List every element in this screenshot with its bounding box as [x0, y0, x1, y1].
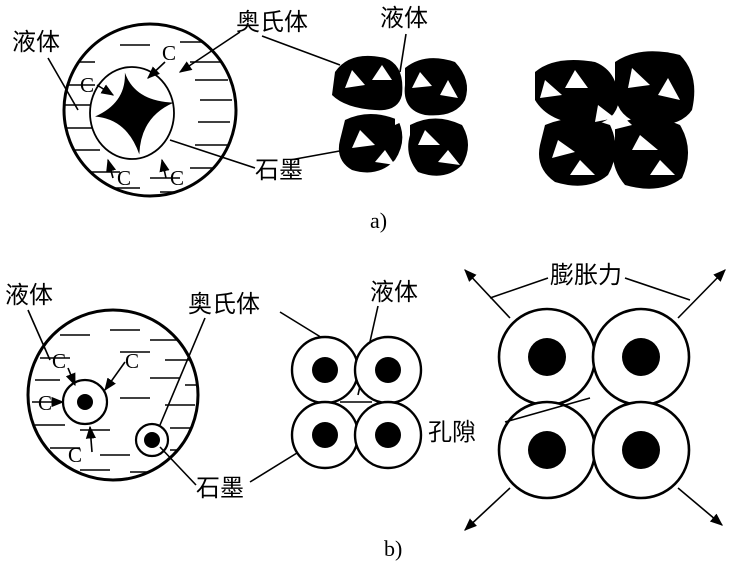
- grain-cluster-a-middle: [332, 55, 468, 176]
- expansion-arrow: [677, 487, 723, 526]
- panel-b: C C C C 液体 奥氏体 石墨 液体: [5, 261, 726, 561]
- carbon-mark: C: [170, 166, 184, 190]
- nodule-cluster-b-right: [497, 307, 691, 500]
- leader-line: [27, 309, 51, 361]
- label-austenite: 奥氏体: [188, 290, 260, 318]
- leader-line: [624, 277, 691, 301]
- label-expansion-force: 膨胀力: [550, 261, 622, 289]
- carbon-mark: C: [52, 349, 66, 373]
- leader-line: [159, 317, 206, 426]
- expansion-arrow: [464, 487, 511, 531]
- carbon-mark: C: [80, 73, 94, 97]
- grain-cluster-a-right: [535, 51, 695, 189]
- expansion-arrow: [464, 269, 511, 319]
- graphite-nodule: [77, 394, 93, 410]
- label-liquid: 液体: [12, 28, 60, 56]
- liquid-sphere-b: [26, 308, 200, 482]
- carbon-mark: C: [162, 41, 176, 65]
- leader-line: [47, 57, 79, 111]
- expansion-arrow: [677, 269, 726, 319]
- leader-line: [489, 277, 549, 299]
- label-graphite: 石墨: [196, 474, 244, 502]
- leader-line: [178, 31, 241, 73]
- carbon-mark: C: [117, 166, 131, 190]
- label-pores: 孔隙: [428, 418, 476, 446]
- carbon-mark: C: [38, 391, 52, 415]
- leader-line: [399, 33, 407, 73]
- liquid-sphere-a: [62, 22, 238, 198]
- nodule-cluster-b-middle: [290, 335, 423, 470]
- label-graphite: 石墨: [255, 156, 303, 184]
- label-liquid: 液体: [370, 278, 418, 306]
- label-austenite: 奥氏体: [236, 8, 308, 36]
- diffusion-arrow: [104, 361, 126, 392]
- label-liquid: 液体: [380, 4, 428, 32]
- caption-b: b): [384, 536, 402, 561]
- diffusion-arrow: [96, 84, 115, 96]
- carbon-mark: C: [125, 349, 139, 373]
- graphite-star-a: [95, 72, 174, 155]
- leader-line: [159, 446, 197, 486]
- graphite-nodule: [144, 432, 160, 448]
- leader-line: [289, 149, 346, 161]
- diffusion-arrow: [85, 425, 97, 453]
- diffusion-arrow: [106, 158, 117, 179]
- label-liquid: 液体: [5, 281, 53, 309]
- diffusion-arrow: [159, 158, 170, 179]
- leader-line: [504, 397, 591, 423]
- leader-line: [261, 35, 341, 66]
- carbon-mark: C: [68, 443, 82, 467]
- panel-a: C C C C 液体 奥氏体 石墨 液体: [12, 4, 695, 233]
- caption-a: a): [370, 208, 387, 233]
- diffusion-arrow: [65, 367, 76, 387]
- leader-line: [169, 139, 256, 169]
- diffusion-arrow: [147, 61, 166, 79]
